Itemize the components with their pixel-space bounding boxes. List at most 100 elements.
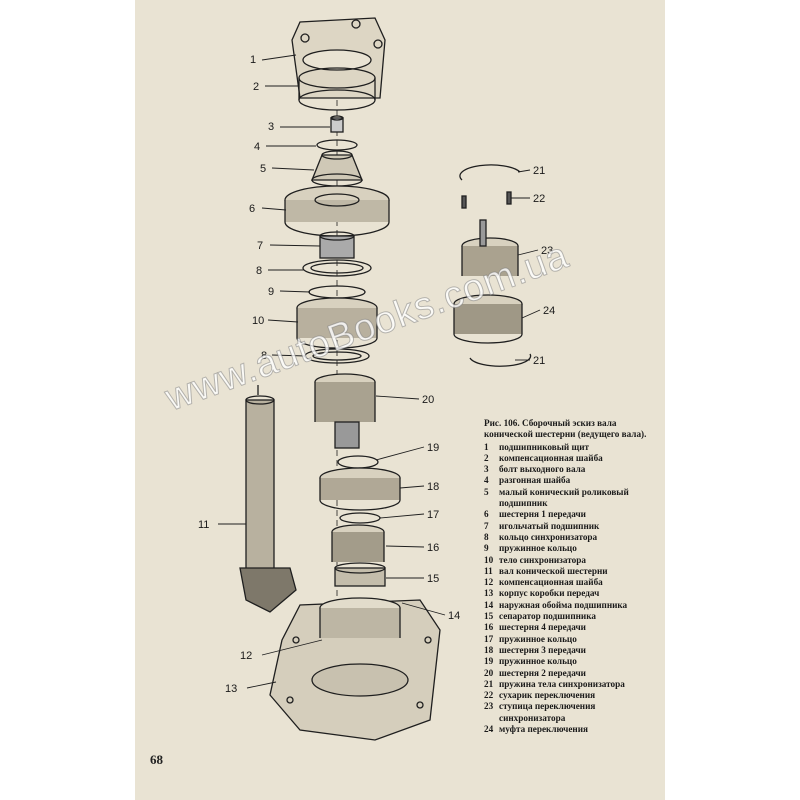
caption-item: синхронизатора [484, 713, 662, 724]
caption-item-number: 7 [484, 520, 489, 531]
caption-item-text: шестерня 2 передачи [499, 667, 586, 678]
part-24-shift-sleeve [453, 294, 523, 344]
caption-item-number: 10 [484, 554, 494, 565]
caption-item-number [484, 498, 499, 509]
callout-22: 22 [533, 193, 545, 205]
caption-item-number: 4 [484, 475, 489, 486]
caption-item-number [484, 713, 499, 724]
caption-item: 3 болт выходного вала [484, 464, 662, 475]
caption-item: 10 тело синхронизатора [484, 555, 662, 566]
caption-item: 14 наружная обойма подшипника [484, 600, 662, 611]
caption-item: 18 шестерня 3 передачи [484, 645, 662, 656]
part-6-first-gear [284, 185, 390, 237]
caption-item: 20 шестерня 2 передачи [484, 668, 662, 679]
caption-item-number: 21 [484, 678, 494, 689]
callout-6: 6 [249, 203, 255, 215]
caption-item-number: 11 [484, 565, 493, 576]
callout-9: 9 [268, 286, 274, 298]
caption-item-number: 3 [484, 464, 489, 475]
caption-item: 2 компенсационная шайба [484, 453, 662, 464]
part-16-fourth-gear [331, 524, 385, 562]
caption-item-text: наружная обойма подшипника [499, 599, 628, 610]
part-23-shift-hub [461, 219, 519, 276]
callout-15: 15 [427, 573, 439, 585]
caption-item-text: сухарик переключения [499, 690, 596, 701]
caption-item-text: пружина тела синхронизатора [499, 678, 625, 689]
caption-item-text: корпус коробки передач [499, 588, 600, 599]
callout-1: 1 [250, 54, 256, 66]
caption-item-text: сепаратор подшипника [499, 611, 596, 622]
callout-3: 3 [268, 121, 274, 133]
caption-item: 19 пружинное кольцо [484, 656, 662, 667]
callout-17: 17 [427, 509, 439, 521]
caption-item-number: 19 [484, 656, 494, 667]
caption-item-text: шестерня 1 передачи [499, 509, 586, 520]
caption-item-text: синхронизатора [499, 712, 566, 723]
callout-13: 13 [225, 683, 237, 695]
callout-10: 10 [252, 315, 264, 327]
callout-4: 4 [254, 141, 260, 153]
caption-item-text: болт выходного вала [499, 464, 586, 475]
caption-item-number: 20 [484, 667, 494, 678]
part-3-bolt [330, 115, 344, 133]
caption-item-number: 15 [484, 611, 494, 622]
part-22-shift-keys [461, 191, 512, 209]
callout-18: 18 [427, 481, 439, 493]
caption-item-number: 16 [484, 622, 494, 633]
caption-item-number: 18 [484, 644, 494, 655]
callout-21b: 21 [533, 355, 545, 367]
caption-item-number: 8 [484, 531, 489, 542]
caption-item-text: пружинное кольцо [499, 543, 577, 554]
caption-item-text: кольцо синхронизатора [499, 531, 598, 542]
callout-11: 11 [198, 519, 209, 531]
caption-title: Рис. 106. Сборочный эскиз вала коническо… [484, 418, 647, 440]
caption-item-text: пружинное кольцо [499, 633, 577, 644]
caption-item-number: 14 [484, 599, 494, 610]
part-21-spring-upper [459, 164, 521, 181]
callout-2: 2 [253, 81, 259, 93]
callout-5: 5 [260, 163, 266, 175]
callout-8b: 8 [261, 350, 267, 362]
caption-item-text: шестерня 3 передачи [499, 644, 586, 655]
caption-item-number: 24 [484, 724, 494, 735]
caption-item-number: 13 [484, 588, 494, 599]
part-21-spring-lower [469, 353, 532, 367]
caption-item-number: 9 [484, 543, 489, 554]
caption-item-text: пружинное кольцо [499, 656, 577, 667]
page-number: 68 [150, 752, 163, 767]
caption-item-text: подшипниковый щит [499, 441, 590, 452]
caption-item-number: 2 [484, 452, 489, 463]
callout-8: 8 [256, 265, 262, 277]
figure-caption: Рис. 106. Сборочный эскиз вала коническо… [484, 418, 662, 735]
part-1-bearing-shield [291, 17, 386, 99]
caption-item: 15 сепаратор подшипника [484, 611, 662, 622]
callout-19: 19 [427, 442, 439, 454]
caption-item: 1 подшипниковый щит [484, 442, 662, 453]
caption-item: подшипник [484, 498, 662, 509]
caption-item-text: тело синхронизатора [499, 554, 586, 565]
caption-items: 1 подшипниковый щит 2 компенсационная шайба… [484, 442, 662, 736]
caption-item-number: 23 [484, 701, 494, 712]
callout-16: 16 [427, 542, 439, 554]
caption-item-text: разгонная шайба [499, 475, 571, 486]
caption-item-number: 22 [484, 690, 494, 701]
callout-20: 20 [422, 394, 434, 406]
caption-item-text: ступица переключения [499, 701, 596, 712]
callout-7: 7 [257, 240, 263, 252]
part-19-spring-ring [337, 455, 379, 469]
part-11-pinion-shaft [239, 385, 297, 613]
caption-item-text: компенсационная шайба [499, 452, 603, 463]
caption-item-text: малый конический роликовый [499, 486, 629, 497]
caption-item: 4 разгонная шайба [484, 475, 662, 486]
part-8-synchro-ring [302, 259, 372, 277]
part-7-needle-bearing [319, 231, 355, 259]
caption-item-number: 1 [484, 441, 489, 452]
part-10-synchronizer-body [296, 297, 378, 349]
